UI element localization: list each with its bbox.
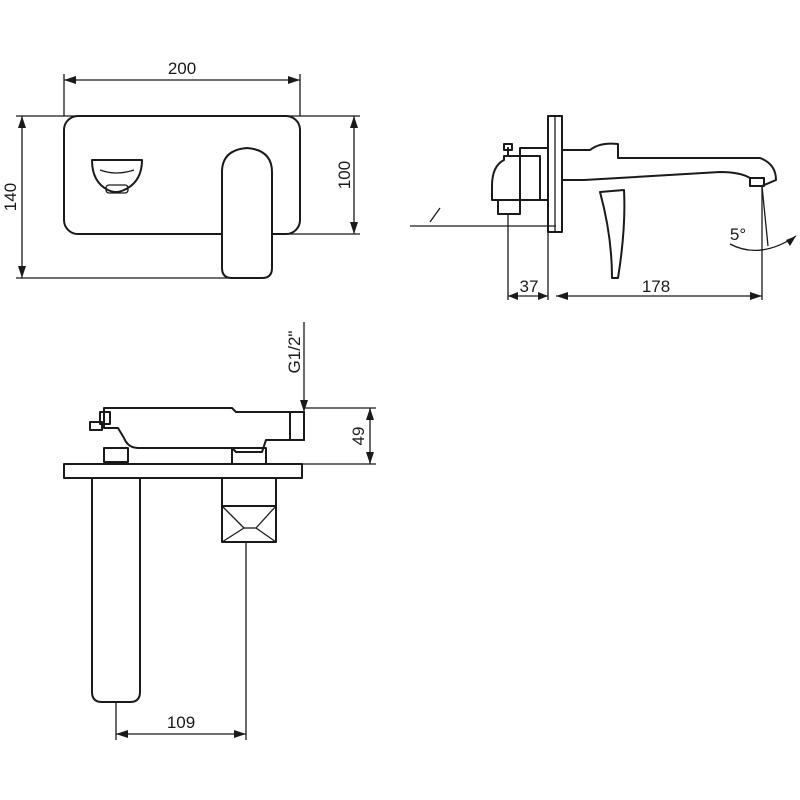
dim-100: 100 (272, 115, 360, 235)
top-wall-plate (63, 463, 303, 479)
front-spout-outlet (91, 159, 143, 194)
top-spout (91, 477, 141, 703)
dim-49-label: 49 (349, 427, 368, 446)
side-valve-body (491, 143, 549, 215)
dim-200: 200 (63, 59, 301, 116)
top-view: G1/2" 49 109 (63, 322, 376, 740)
dim-178-label: 178 (642, 277, 670, 296)
side-spout (561, 142, 777, 187)
dim-109-label: 109 (167, 713, 195, 732)
dim-140: 140 (1, 115, 300, 279)
angle-label: 5° (730, 225, 746, 244)
front-view: 200 140 100 (1, 59, 360, 279)
dim-178: 178 (556, 250, 763, 300)
dim-37: 37 (507, 214, 549, 300)
thread-callout: G1/2" (285, 322, 308, 412)
dim-200-label: 200 (168, 59, 196, 78)
thread-label: G1/2" (285, 331, 304, 374)
spout-angle: 5° (729, 185, 797, 251)
side-lever (599, 189, 626, 279)
dim-109: 109 (115, 542, 247, 740)
top-lever (221, 477, 277, 543)
side-view: 5° 37 178 (410, 115, 797, 300)
front-lever-handle (221, 147, 273, 279)
dim-37-label: 37 (520, 277, 539, 296)
dim-49: 49 (302, 407, 376, 465)
top-valve-body (103, 407, 305, 453)
dim-100-label: 100 (335, 161, 354, 189)
dim-140-label: 140 (1, 183, 20, 211)
